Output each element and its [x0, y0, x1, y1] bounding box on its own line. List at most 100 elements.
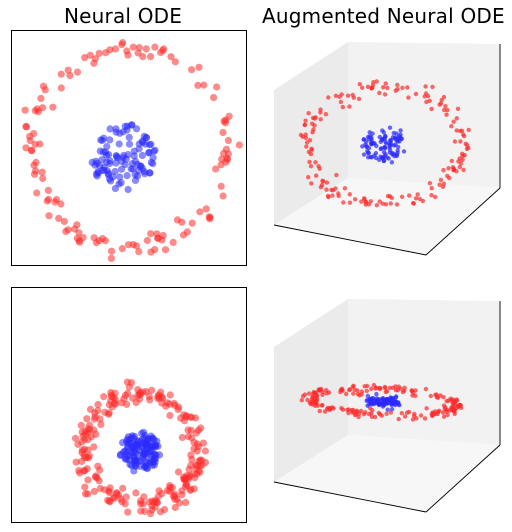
outer-point-3d: [451, 167, 456, 172]
outer-point: [132, 398, 140, 407]
inner-point: [136, 457, 144, 465]
inner-point-3d: [390, 395, 395, 401]
outer-point-3d: [463, 141, 468, 146]
outer-point: [173, 495, 181, 503]
inner-point: [138, 429, 146, 438]
outer-point-3d: [362, 384, 367, 389]
inner-point: [143, 445, 151, 453]
outer-point: [105, 401, 113, 409]
outer-point-3d: [346, 407, 351, 412]
outer-point: [205, 213, 213, 221]
outer-point: [78, 446, 87, 454]
inner-point-3d: [378, 146, 383, 152]
axis-y: [425, 187, 501, 256]
outer-point-3d: [314, 394, 319, 399]
outer-point-3d: [357, 393, 362, 398]
outer-point: [32, 158, 40, 166]
inner-point-3d: [387, 400, 392, 406]
outer-point-3d: [373, 385, 379, 390]
outer-point: [166, 411, 174, 420]
outer-point-3d: [347, 387, 353, 392]
outer-point: [77, 421, 85, 429]
outer-point-3d: [326, 95, 331, 100]
inner-point-3d: [361, 137, 366, 142]
left-column-title: Neural ODE: [64, 4, 183, 28]
outer-point-3d: [409, 388, 414, 394]
outer-point-3d: [308, 164, 314, 169]
outer-point: [154, 234, 162, 243]
inner-point-3d: [369, 135, 374, 140]
outer-point: [120, 395, 128, 403]
inner-point: [126, 460, 134, 468]
outer-point-3d: [449, 124, 454, 129]
inner-point-3d: [365, 403, 370, 408]
outer-point-3d: [383, 81, 388, 86]
outer-point-3d: [402, 414, 408, 419]
outer-point-3d: [451, 119, 456, 124]
outer-point-3d: [338, 387, 344, 392]
outer-point-3d: [460, 153, 465, 159]
outer-point-3d: [402, 388, 407, 393]
outer-point-3d: [446, 166, 451, 171]
outer-point: [146, 510, 155, 518]
outer-point-3d: [336, 191, 341, 196]
outer-point-3d: [449, 158, 454, 164]
outer-point-3d: [461, 167, 466, 173]
outer-point-3d: [374, 79, 379, 84]
outer-point-3d: [385, 193, 391, 199]
outer-point: [95, 237, 103, 245]
outer-point-3d: [310, 121, 315, 126]
outer-point: [185, 465, 193, 473]
outer-point-3d: [458, 405, 464, 410]
inner-point: [111, 167, 119, 176]
inner-point-3d: [387, 147, 393, 153]
outer-point: [151, 246, 159, 254]
pane-back: [348, 299, 500, 445]
outer-point: [155, 487, 163, 495]
outer-point: [137, 507, 145, 515]
inner-point-3d: [394, 153, 399, 159]
outer-point-3d: [366, 411, 372, 417]
outer-point: [107, 254, 115, 262]
outer-point-3d: [454, 128, 459, 133]
outer-point-3d: [302, 122, 308, 128]
inner-point: [136, 462, 144, 470]
outer-point-3d: [329, 187, 334, 193]
outer-point-3d: [399, 411, 404, 416]
outer-point-3d: [363, 199, 368, 205]
outer-point-3d: [358, 408, 364, 414]
outer-point-3d: [356, 414, 361, 420]
outer-point-3d: [395, 82, 400, 88]
outer-point: [129, 43, 137, 51]
outer-point: [145, 392, 153, 401]
outer-point-3d: [309, 396, 315, 402]
inner-point-3d: [384, 155, 390, 160]
outer-point-3d: [302, 392, 308, 397]
inner-point: [140, 132, 148, 140]
inner-point: [131, 440, 140, 449]
outer-point: [194, 426, 203, 434]
inner-point: [131, 157, 139, 165]
outer-point: [41, 86, 49, 94]
outer-point: [165, 400, 174, 408]
outer-point: [147, 230, 155, 238]
outer-point-3d: [364, 388, 369, 394]
outer-point: [105, 488, 113, 497]
outer-point: [193, 470, 201, 478]
outer-point-3d: [429, 186, 434, 191]
outer-point-3d: [430, 84, 435, 90]
outer-point: [100, 393, 108, 401]
outer-point: [188, 219, 196, 227]
inner-point-3d: [361, 152, 367, 157]
outer-point: [160, 45, 168, 53]
outer-point-3d: [438, 393, 443, 398]
outer-point-3d: [440, 410, 446, 415]
outer-point: [79, 234, 87, 242]
pane-back: [348, 42, 500, 188]
inner-point-3d: [363, 142, 368, 147]
outer-point: [135, 44, 143, 52]
outer-point: [178, 218, 186, 226]
outer-point: [169, 238, 177, 246]
outer-point-3d: [405, 85, 410, 90]
inner-point: [116, 129, 124, 137]
